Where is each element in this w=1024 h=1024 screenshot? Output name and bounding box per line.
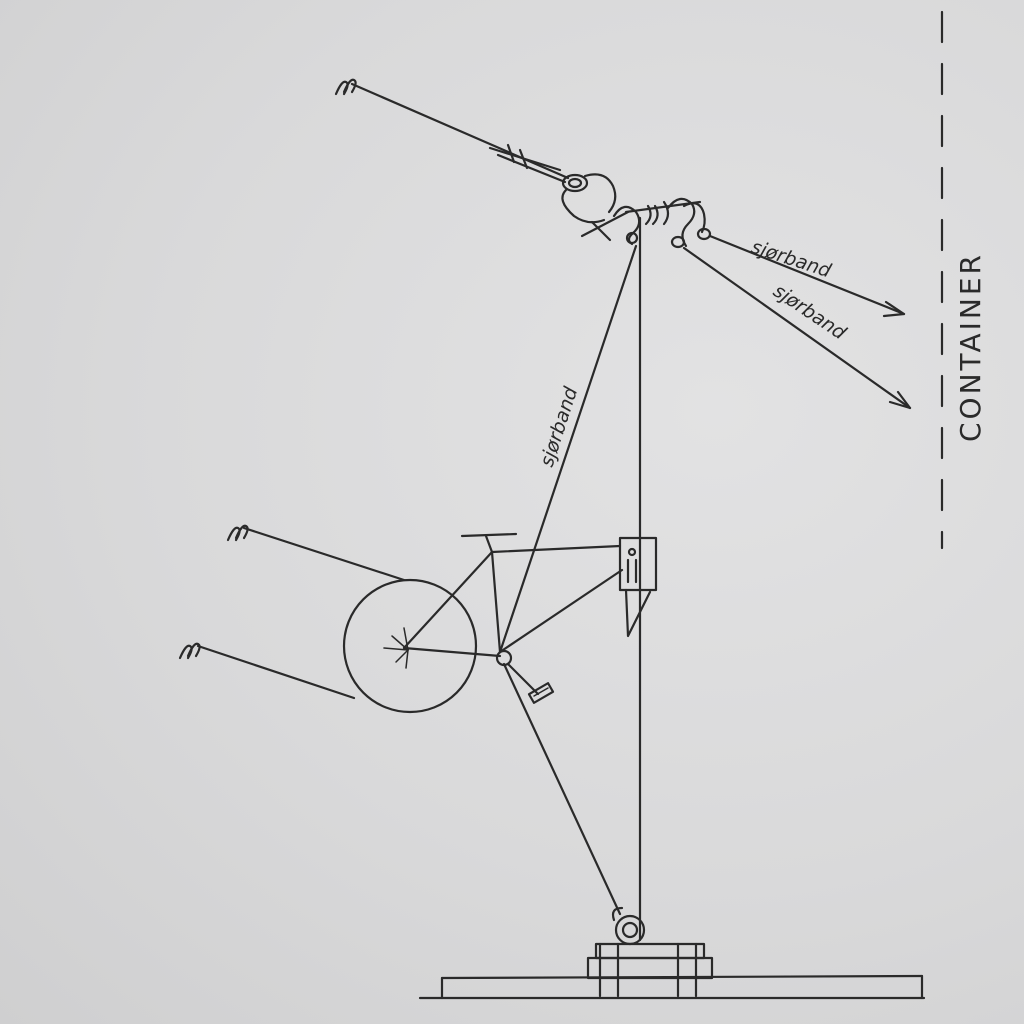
diagonal-band <box>498 244 638 654</box>
wheel-rope-lower <box>178 642 356 700</box>
top-junction <box>561 173 712 249</box>
band-to-container-lower <box>682 246 912 410</box>
wheel-hub <box>383 627 409 669</box>
pole-clamp <box>618 536 658 638</box>
band-label-upper-right: sjørband <box>748 236 834 283</box>
upper-anchor-rope <box>334 78 570 184</box>
ground-beam <box>418 974 926 1000</box>
bottom-pulley <box>611 906 646 946</box>
band-label-lower-right: sjørband <box>769 280 850 345</box>
band-to-container-upper <box>708 234 906 318</box>
wheel-rope-upper <box>226 524 406 582</box>
rear-wheel <box>342 578 478 714</box>
crank-band-to-pulley <box>502 662 622 916</box>
bicycle-frame <box>402 532 624 658</box>
base-plate <box>586 942 714 998</box>
crank-pedal <box>495 649 555 704</box>
container-label: CONTAINER <box>954 252 987 442</box>
